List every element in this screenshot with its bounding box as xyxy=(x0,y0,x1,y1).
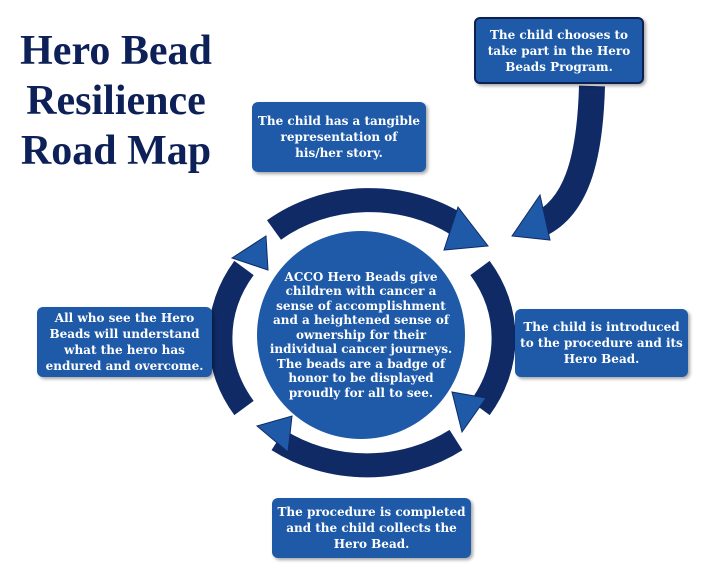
arrowhead-bottom-left xyxy=(255,415,293,453)
step-all-see-text: All who see the Hero Beads will understa… xyxy=(45,311,204,373)
step-completed-box: The procedure is completed and the child… xyxy=(272,498,471,558)
arrowhead-left-top xyxy=(230,235,269,271)
step-introduced-box: The child is introduced to the procedure… xyxy=(515,309,688,377)
entry-curved-arrow xyxy=(530,85,605,239)
step-all-see-box: All who see the Hero Beads will understa… xyxy=(37,307,212,377)
ring-segment-left xyxy=(208,260,254,416)
step-introduced-text: The child is introduced to the procedure… xyxy=(520,320,683,366)
center-text: ACCO Hero Beads give children with cance… xyxy=(269,269,453,400)
center-circle xyxy=(257,231,465,439)
title-line-3: Road Map xyxy=(20,128,212,174)
step-choose-box: The child chooses to take part in the He… xyxy=(474,17,644,84)
diagram-title: Hero Bead Resilience Road Map xyxy=(0,26,232,176)
step-tangible-text: The child has a tangible representation … xyxy=(257,114,421,160)
step-completed-text: The procedure is completed and the child… xyxy=(277,505,466,551)
title-line-2: Resilience xyxy=(26,78,206,124)
ring-segment-top xyxy=(267,188,465,240)
ring-segment-bottom xyxy=(271,429,463,478)
arrowhead-top-right xyxy=(443,205,489,251)
center-text-wrap: ACCO Hero Beads give children with cance… xyxy=(258,232,464,438)
arrowhead-right-bottom xyxy=(451,391,487,434)
step-tangible-box: The child has a tangible representation … xyxy=(252,102,426,172)
step-choose-text: The child chooses to take part in the He… xyxy=(487,27,631,74)
title-line-1: Hero Bead xyxy=(20,28,212,74)
entry-arrowhead xyxy=(511,193,551,241)
ring-segment-right xyxy=(470,260,516,416)
